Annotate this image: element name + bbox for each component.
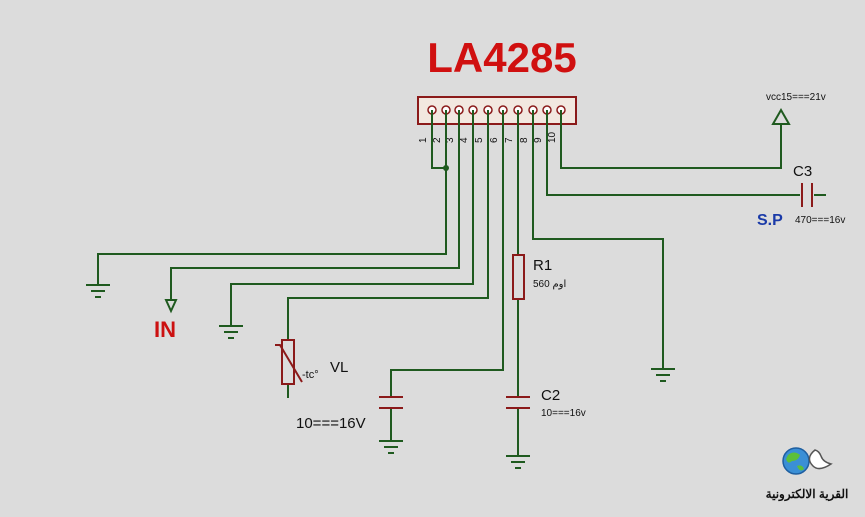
capacitor-c2	[506, 396, 530, 409]
ground-icon	[219, 325, 243, 339]
globe-land	[786, 452, 804, 471]
pin-number: 9	[533, 137, 544, 143]
pin-number: 3	[445, 137, 456, 143]
pin-number: 5	[474, 137, 485, 143]
resistor-r1	[512, 254, 525, 300]
vcc-arrow-icon	[771, 107, 791, 125]
junction-dot	[443, 165, 449, 171]
pin-number: 6	[489, 137, 500, 143]
pin-number: 8	[519, 137, 530, 143]
r1-label: R1	[533, 257, 552, 274]
pin-number: 1	[418, 137, 429, 143]
capacitor-c3	[801, 183, 813, 207]
pin-number: 7	[504, 137, 515, 143]
wire-pin4-ground	[230, 110, 474, 325]
wire-pin8-ground	[532, 110, 664, 368]
wire-pin5-vl	[287, 110, 489, 340]
logo: القرية الالكترونية	[766, 447, 849, 502]
wire-pin9-c3	[546, 110, 800, 196]
thermistor-vl	[281, 339, 295, 385]
ground-icon	[506, 455, 530, 469]
c2-value-label: 10===16v	[541, 408, 586, 419]
c3-value-label: 470===16v	[795, 215, 845, 226]
vcc-label: vcc15===21v	[766, 92, 826, 103]
c3-label: C3	[793, 163, 812, 180]
in-label: IN	[154, 317, 176, 342]
pin-number: 2	[432, 137, 443, 143]
tc-label: -tc°	[302, 369, 319, 381]
wires	[97, 110, 826, 455]
c2-label: C2	[541, 387, 560, 404]
ground-icon	[379, 440, 403, 454]
wire-pin1	[431, 110, 446, 169]
capacitor-left	[379, 396, 403, 409]
wire-pin10-vcc	[560, 110, 782, 169]
sp-label: S.P	[757, 212, 783, 229]
chip-title: LA4285	[427, 34, 576, 81]
components	[275, 183, 813, 409]
c-left-value-label: 10===16V	[296, 415, 366, 432]
ground-icon	[651, 368, 675, 382]
thermistor-slash	[275, 344, 303, 383]
wire-pin6-cap	[390, 110, 504, 397]
r1-value-label: 560 اوم	[533, 279, 566, 290]
ground-symbols	[86, 284, 675, 469]
input-arrow-icon	[164, 299, 178, 314]
wire-pin3-in	[170, 110, 460, 300]
logo-text: القرية الالكترونية	[766, 487, 849, 502]
pin-number: 4	[459, 137, 470, 143]
pin-number: 10	[547, 131, 558, 143]
vl-label: VL	[330, 359, 348, 376]
ground-icon	[86, 284, 110, 298]
logo-wave-icon	[808, 449, 833, 470]
wire-pin2-ground	[97, 110, 447, 284]
